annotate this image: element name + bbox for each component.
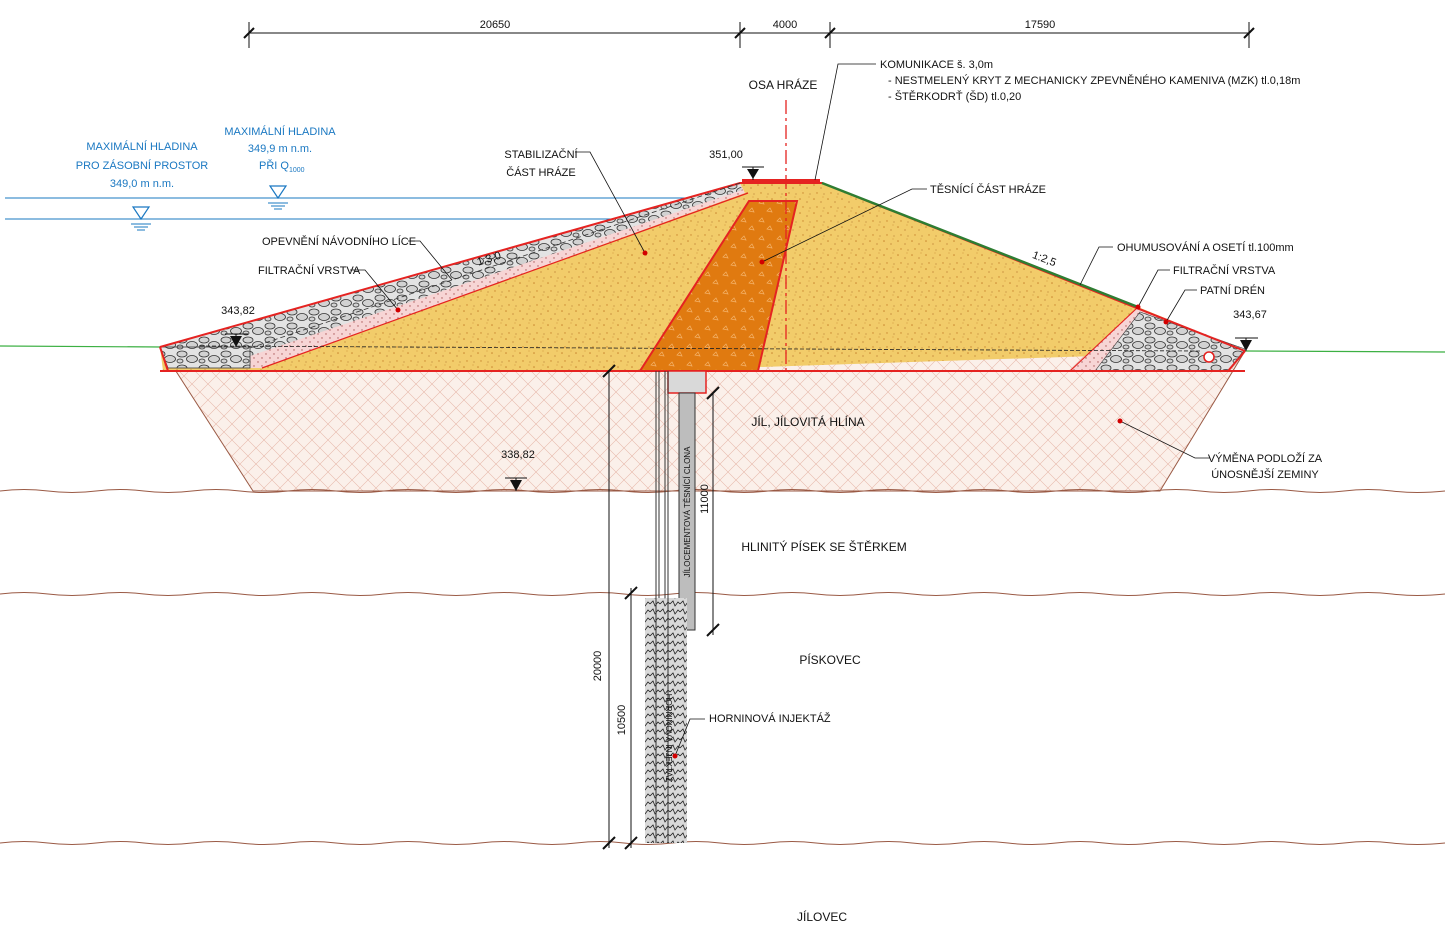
stratum-sandstone: PÍSKOVEC bbox=[799, 652, 861, 667]
stratum-boundary-1 bbox=[0, 489, 1445, 493]
water-level-symbol-flood bbox=[268, 185, 288, 210]
stratum-claystone: JÍLOVEC bbox=[797, 909, 847, 924]
dim-crest-width: 4000 bbox=[773, 19, 797, 31]
filter-layer-label-left: FILTRAČNÍ VRSTVA bbox=[258, 264, 361, 277]
crest-road bbox=[742, 179, 820, 184]
downstream-toe-edge bbox=[1227, 350, 1246, 372]
road-label-3: - ŠTĚRKODRŤ (ŠD) tl.0,20 bbox=[888, 90, 1021, 103]
dam-axis-label: OSA HRÁZE bbox=[749, 77, 818, 92]
sealing-part-label: TĚSNÍCÍ ČÁST HRÁZE bbox=[930, 183, 1046, 196]
riprap-inner-line bbox=[249, 182, 741, 349]
stratum-sand-gravel: HLINITÝ PÍSEK SE ŠTĚRKEM bbox=[741, 539, 906, 554]
original-terrain-line bbox=[199, 345, 1201, 352]
vertical-dim-short-tick-top bbox=[624, 586, 638, 600]
grouting-vertical-label: HORNINOVÁ INJEKTÁŽ bbox=[664, 694, 673, 783]
top-dim-tick-3 bbox=[824, 27, 836, 39]
dim-vertical-10500: 10500 bbox=[616, 705, 628, 736]
ground-line-left bbox=[0, 345, 163, 348]
flood-level-line-2: 349,9 m n.m. bbox=[248, 143, 312, 155]
water-level-symbol-reserve bbox=[131, 206, 151, 231]
leader-dots bbox=[395, 250, 1169, 759]
top-dim-tick-1 bbox=[243, 27, 255, 39]
filter-inner-line bbox=[261, 192, 749, 369]
filter-layer-label-right: FILTRAČNÍ VRSTVA bbox=[1173, 264, 1276, 277]
vertical-dim-long-tick-top bbox=[602, 364, 616, 378]
toe-drain-label: PATNÍ DRÉN bbox=[1200, 284, 1265, 297]
dim-upstream-width: 20650 bbox=[480, 19, 511, 31]
stratum-boundary-2 bbox=[0, 592, 1445, 596]
clay-layer-label: JÍL, JÍLOVITÁ HLÍNA bbox=[751, 414, 864, 429]
upstream-riprap bbox=[160, 183, 742, 368]
dim-vertical-11000: 11000 bbox=[699, 484, 711, 514]
drain-inner-line bbox=[1069, 307, 1138, 372]
elevation-marker-downstream-toe bbox=[1235, 337, 1258, 351]
road-label-2: - NESTMELENÝ KRYT Z MECHANICKY ZPEVNĚNÉH… bbox=[888, 74, 1300, 87]
foundation-elevation: 338,82 bbox=[501, 449, 535, 461]
stratum-boundary-3 bbox=[0, 841, 1445, 845]
stabilizing-label-1: STABILIZAČNÍ bbox=[504, 148, 578, 161]
subsoil-label-1: VÝMĚNA PODLOŽÍ ZA bbox=[1208, 452, 1323, 465]
elevation-marker-upstream-toe bbox=[225, 333, 248, 347]
dim-downstream-width: 17590 bbox=[1025, 19, 1056, 31]
ground-line-right bbox=[1244, 350, 1445, 353]
leader-lines bbox=[350, 63, 1210, 757]
vertical-dim-curtain-tick-bottom bbox=[706, 623, 720, 637]
upstream-toe-riprap bbox=[159, 346, 251, 369]
vertical-dim-curtain-tick-top bbox=[706, 386, 720, 400]
reserve-level-line-2: PRO ZÁSOBNÍ PROSTOR bbox=[76, 159, 208, 172]
subsoil-label-2: ÚNOSNĚJŠÍ ZEMINY bbox=[1211, 468, 1319, 481]
drain-pipe-icon bbox=[1203, 351, 1215, 363]
dim-vertical-20000: 20000 bbox=[592, 651, 604, 682]
crest-elevation: 351,00 bbox=[709, 149, 743, 161]
elevation-marker-crest bbox=[742, 166, 764, 180]
humus-layer-line bbox=[821, 181, 1139, 309]
vertical-dim-short-tick-bottom bbox=[624, 836, 638, 850]
stabilizing-label-2: ČÁST HRÁZE bbox=[506, 166, 575, 179]
reserve-level-line-3: 349,0 m n.m. bbox=[110, 178, 174, 190]
curtain-vertical-label: JÍLOCEMENTOVÁ TĚSNÍCÍ CLONA bbox=[683, 446, 692, 578]
reserve-level-line-1: MAXIMÁLNÍ HLADINA bbox=[86, 140, 198, 153]
top-dim-tick-4 bbox=[1243, 27, 1255, 39]
elevation-marker-foundation bbox=[505, 477, 527, 491]
road-label-1: KOMUNIKACE š. 3,0m bbox=[880, 59, 993, 71]
upstream-toe-edge bbox=[159, 346, 169, 372]
flood-level-q-label: PŘI Q1000 bbox=[259, 159, 305, 174]
curtain-head bbox=[667, 370, 707, 394]
vertical-dim-long-tick-bottom bbox=[602, 836, 616, 850]
humus-label: OHUMUSOVÁNÍ A OSETÍ tl.100mm bbox=[1117, 241, 1294, 254]
upstream-toe-elevation: 343,82 bbox=[221, 305, 255, 317]
rock-grouting-zone bbox=[645, 598, 687, 843]
top-dim-tick-2 bbox=[734, 27, 746, 39]
upstream-protection-label: OPEVNĚNÍ NÁVODNÍHO LÍCE bbox=[262, 235, 416, 248]
downstream-toe-elevation: 343,67 bbox=[1233, 309, 1267, 321]
rock-grouting-label: HORNINOVÁ INJEKTÁŽ bbox=[709, 712, 831, 725]
flood-level-line-1: MAXIMÁLNÍ HLADINA bbox=[224, 125, 336, 138]
